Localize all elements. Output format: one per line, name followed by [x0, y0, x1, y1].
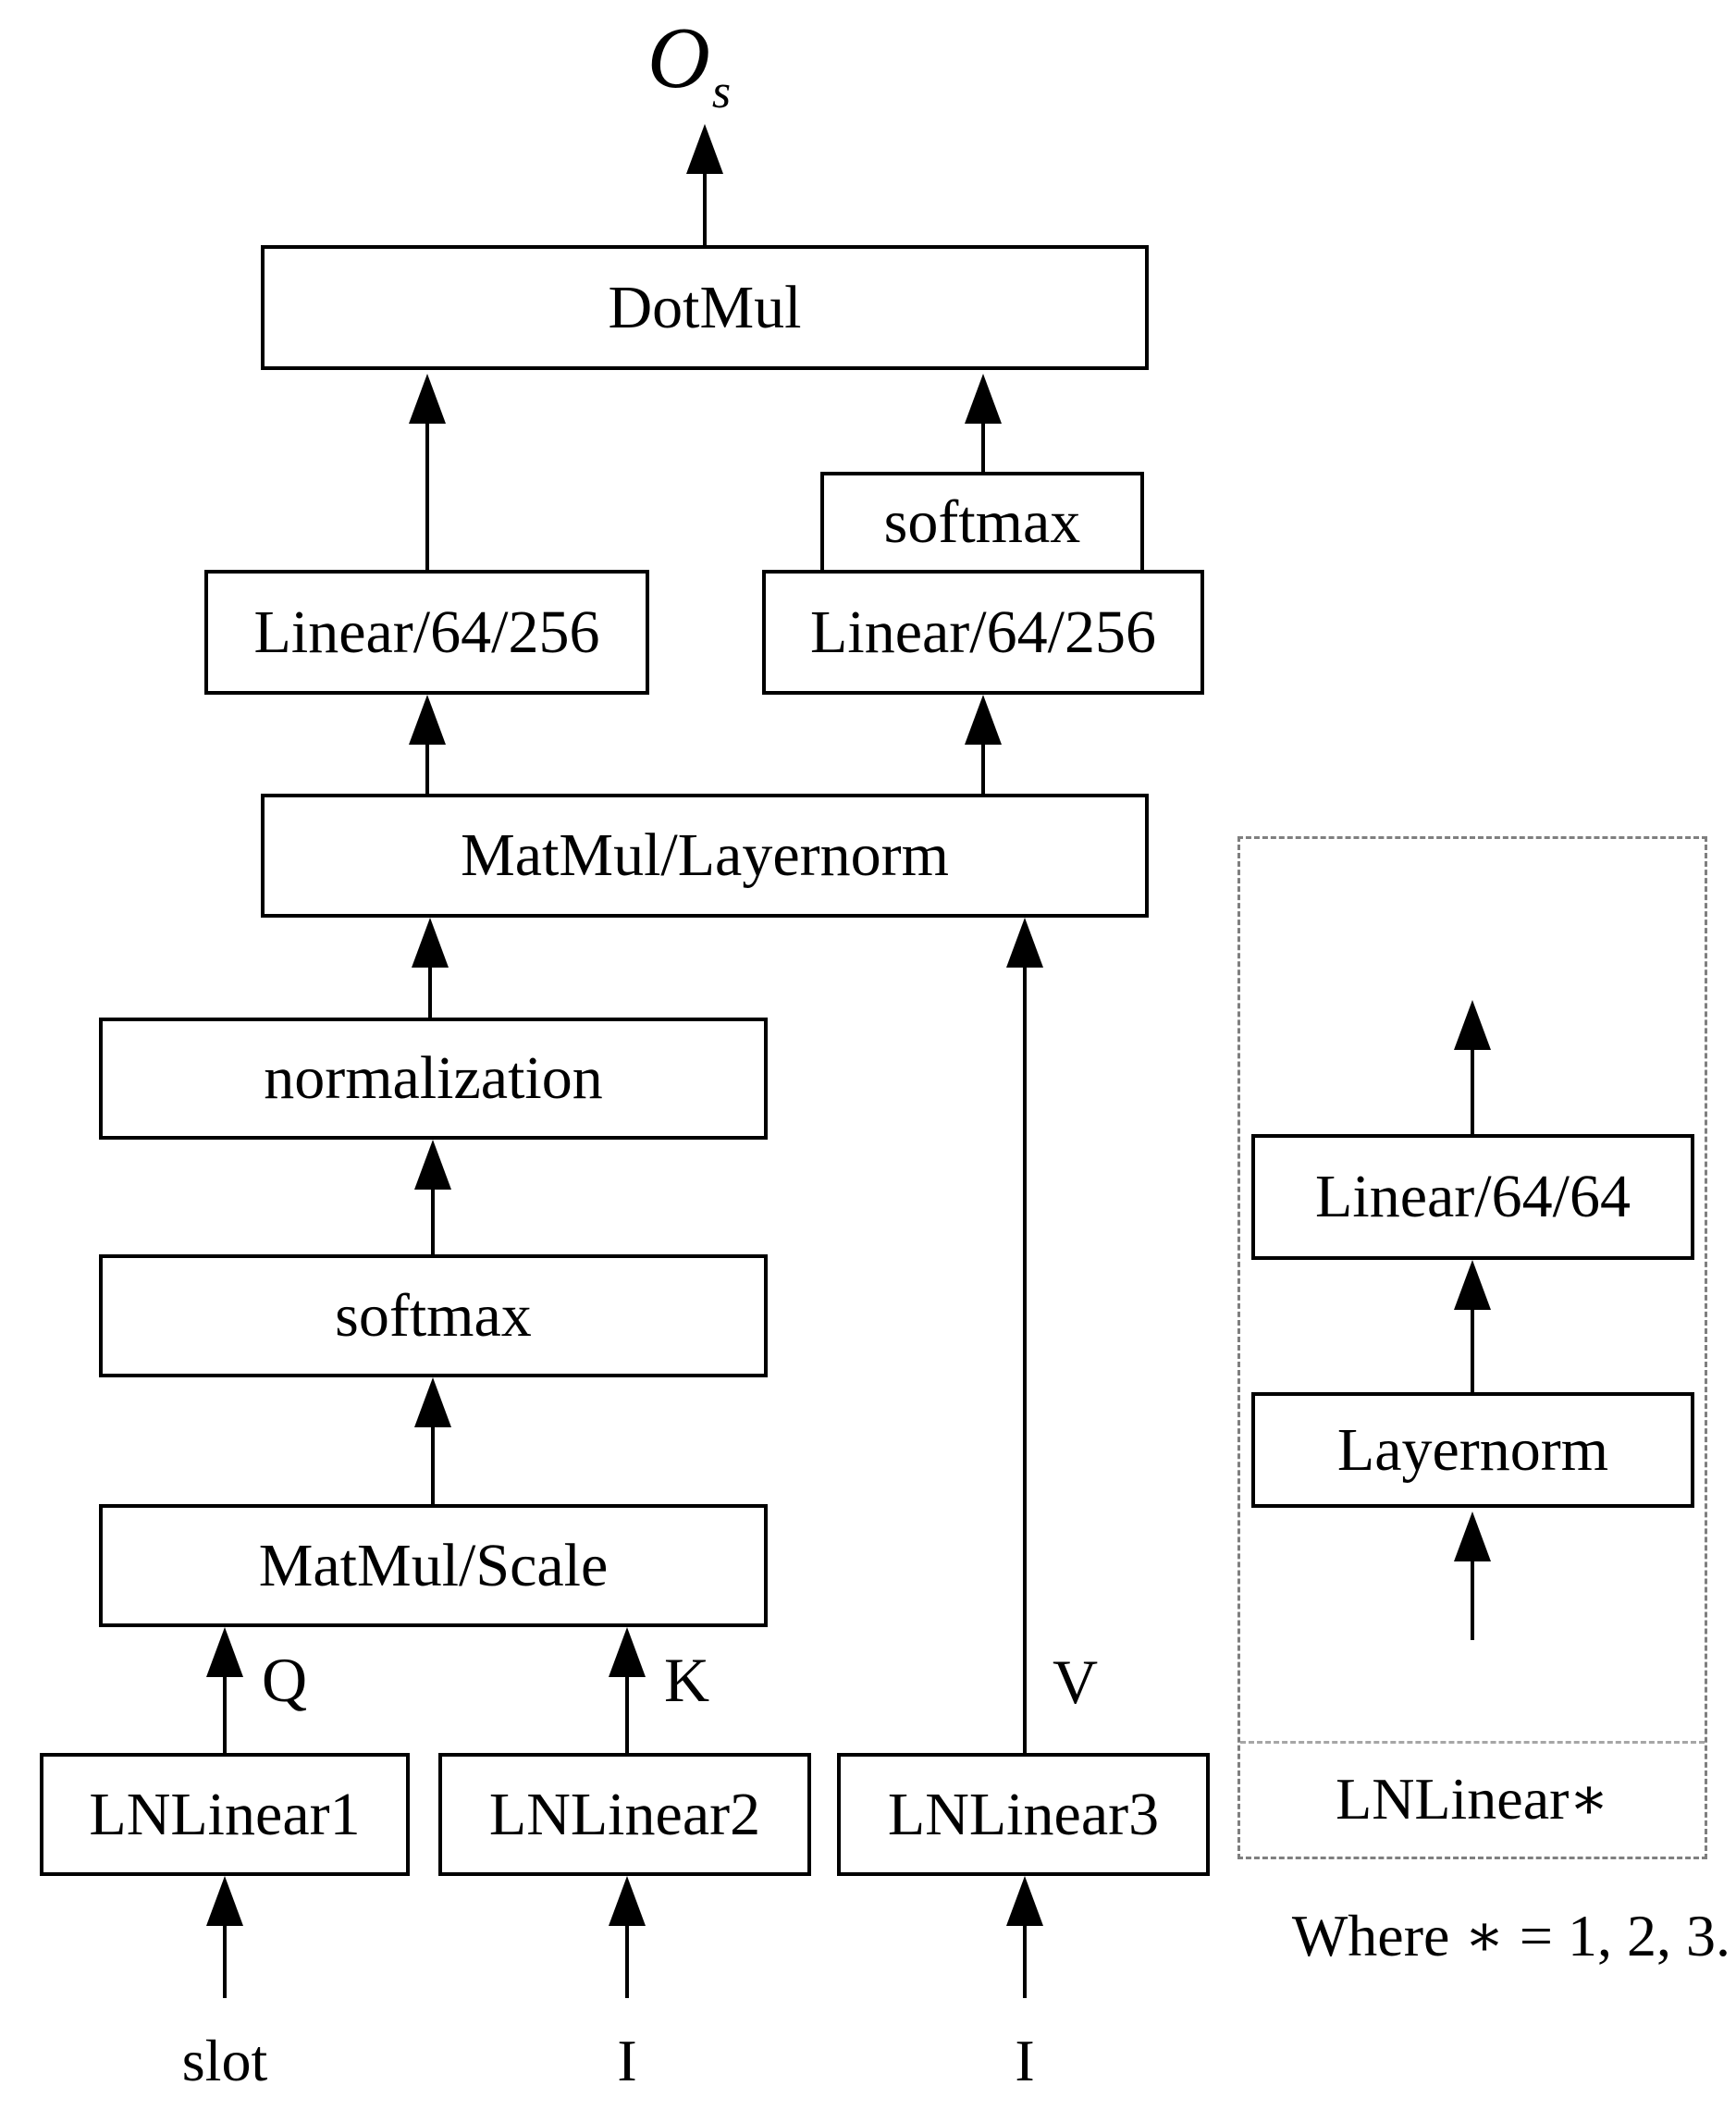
output-label: O s	[647, 15, 731, 117]
arrowhead-icon	[1006, 918, 1043, 968]
arrow-shaft	[428, 960, 432, 1018]
arrow-k-lnlinear2-to-matmul-scale	[609, 1627, 646, 1753]
arrow-shaft	[425, 416, 429, 570]
arrow-softmax-to-normalization	[414, 1140, 451, 1254]
arrowhead-icon	[1006, 1876, 1043, 1926]
arrow-shaft	[981, 737, 985, 794]
node-linear-64-64-label: Linear/64/64	[1315, 1163, 1631, 1230]
arrow-shaft	[431, 1420, 435, 1504]
node-softmax-left-label: softmax	[335, 1281, 532, 1350]
edge-label-v: V	[1053, 1647, 1099, 1717]
node-lnlinear3-label: LNLinear3	[887, 1780, 1160, 1848]
arrow-legend-input	[1454, 1512, 1491, 1640]
arrow-shaft	[703, 167, 707, 245]
arrow-shaft	[1023, 1919, 1027, 1998]
node-matmul-layernorm: MatMul/Layernorm	[261, 794, 1149, 918]
edge-label-k: K	[664, 1645, 710, 1715]
arrowhead-icon	[1454, 1260, 1491, 1310]
legend-lnlinear-star-label: LNLinear∗	[1336, 1765, 1609, 1832]
node-normalization: normalization	[99, 1018, 768, 1140]
node-matmul-scale-label: MatMul/Scale	[258, 1531, 609, 1599]
arrow-matmul-layernorm-to-linear-left	[409, 695, 446, 794]
node-linear-64-256-left-label: Linear/64/256	[253, 598, 600, 666]
arrow-dotmul-to-output	[686, 124, 723, 245]
input-label-slot: slot	[181, 2028, 268, 2093]
node-dotmul: DotMul	[261, 245, 1149, 370]
node-softmax-left: softmax	[99, 1254, 768, 1377]
node-lnlinear3: LNLinear3	[837, 1753, 1210, 1876]
arrowhead-icon	[609, 1876, 646, 1926]
node-dotmul-label: DotMul	[608, 273, 802, 341]
output-symbol: O	[647, 10, 710, 106]
arrow-shaft	[431, 1182, 435, 1254]
arrowhead-icon	[965, 374, 1002, 424]
output-subscript: s	[711, 66, 732, 118]
arrow-i-to-lnlinear3	[1006, 1876, 1043, 1998]
arrow-shaft	[425, 737, 429, 794]
node-normalization-label: normalization	[264, 1044, 603, 1112]
arrow-normalization-to-matmul-layernorm	[412, 918, 449, 1018]
arrow-matmul-scale-to-softmax	[414, 1377, 451, 1504]
edge-label-q: Q	[262, 1645, 308, 1715]
node-layernorm: Layernorm	[1251, 1392, 1694, 1508]
input-label-i-middle: I	[617, 2028, 637, 2093]
node-linear-64-256-right: Linear/64/256	[762, 570, 1204, 695]
arrow-shaft	[1471, 1043, 1474, 1134]
arrowhead-icon	[609, 1627, 646, 1677]
arrowhead-icon	[206, 1876, 243, 1926]
arrowhead-icon	[1454, 1000, 1491, 1050]
node-matmul-layernorm-label: MatMul/Layernorm	[461, 821, 949, 889]
arrow-layernorm-to-linear-64-64	[1454, 1260, 1491, 1392]
node-linear-64-256-right-label: Linear/64/256	[810, 598, 1156, 666]
node-layernorm-label: Layernorm	[1336, 1415, 1609, 1484]
arrowhead-icon	[409, 695, 446, 745]
arrow-shaft	[625, 1919, 629, 1998]
node-lnlinear2: LNLinear2	[438, 1753, 811, 1876]
arrow-shaft	[981, 416, 985, 472]
node-lnlinear1: LNLinear1	[40, 1753, 410, 1876]
arrow-shaft	[1471, 1302, 1474, 1392]
node-linear-64-256-left: Linear/64/256	[204, 570, 649, 695]
arrow-shaft	[223, 1919, 227, 1998]
arrowhead-icon	[206, 1627, 243, 1677]
node-softmax-top-label: softmax	[883, 488, 1081, 556]
node-matmul-scale: MatMul/Scale	[99, 1504, 768, 1627]
legend-divider	[1240, 1741, 1705, 1744]
arrow-q-lnlinear1-to-matmul-scale	[206, 1627, 243, 1753]
arrowhead-icon	[686, 124, 723, 174]
input-label-i-right: I	[1015, 2028, 1035, 2093]
node-lnlinear1-label: LNLinear1	[89, 1780, 361, 1848]
arrow-i-to-lnlinear2	[609, 1876, 646, 1998]
arrow-legend-output	[1454, 1000, 1491, 1134]
node-lnlinear2-label: LNLinear2	[488, 1780, 761, 1848]
arrow-matmul-layernorm-to-linear-right	[965, 695, 1002, 794]
arrow-shaft	[1471, 1554, 1474, 1640]
arrowhead-icon	[414, 1140, 451, 1190]
arrowhead-icon	[414, 1377, 451, 1427]
arrowhead-icon	[409, 374, 446, 424]
node-softmax-top: softmax	[820, 472, 1144, 574]
arrow-softmax-to-dotmul	[965, 374, 1002, 472]
legend-caption: Where ∗ = 1, 2, 3.	[1291, 1903, 1730, 1968]
arrowhead-icon	[412, 918, 449, 968]
arrow-slot-to-lnlinear1	[206, 1876, 243, 1998]
arrow-shaft	[223, 1670, 227, 1753]
arrow-linear-left-to-dotmul	[409, 374, 446, 570]
arrowhead-icon	[965, 695, 1002, 745]
node-linear-64-64: Linear/64/64	[1251, 1134, 1694, 1260]
arrow-v-lnlinear3-to-matmul-layernorm	[1006, 918, 1043, 1753]
arrowhead-icon	[1454, 1512, 1491, 1561]
arrow-shaft	[625, 1670, 629, 1753]
arrow-shaft	[1023, 960, 1027, 1753]
